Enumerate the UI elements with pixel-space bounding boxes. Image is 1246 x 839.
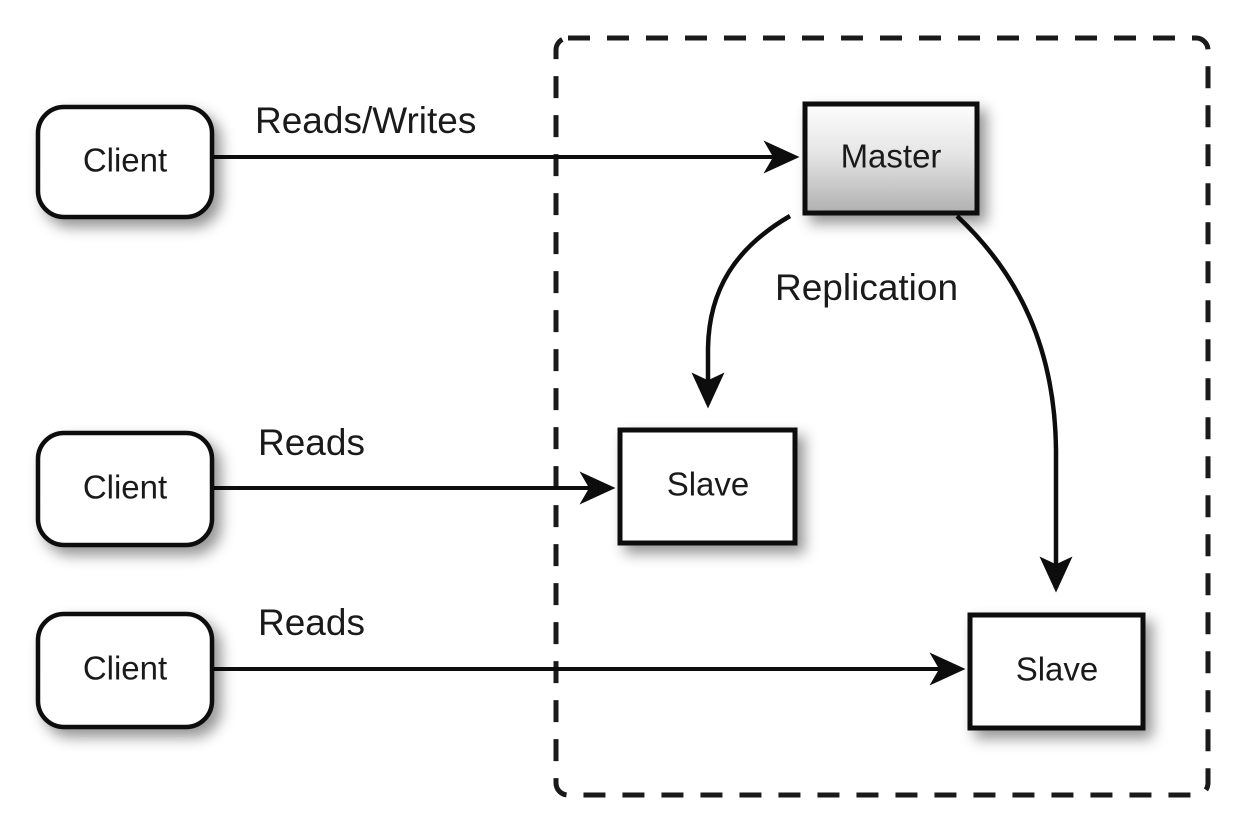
node-slave-2[interactable]: Slave xyxy=(967,612,1146,731)
edge-master-to-slave2 xyxy=(955,214,1073,593)
node-client-1-label: Client xyxy=(83,142,167,179)
edge-label-replication: Replication xyxy=(775,267,958,308)
node-slave-1[interactable]: Slave xyxy=(617,427,798,546)
node-slave-1-label: Slave xyxy=(667,466,750,503)
node-client-2[interactable]: Client xyxy=(35,430,215,548)
node-client-3[interactable]: Client xyxy=(35,611,215,730)
node-master-label: Master xyxy=(841,138,942,175)
edge-master-to-slave1 xyxy=(691,214,792,409)
node-client-1[interactable]: Client xyxy=(35,104,215,220)
edge-label-reads-writes: Reads/Writes xyxy=(255,100,476,141)
node-slave-2-label: Slave xyxy=(1016,651,1099,688)
database-cluster-boundary xyxy=(553,35,1211,798)
node-master[interactable]: Master xyxy=(802,101,980,216)
node-client-2-label: Client xyxy=(83,469,167,506)
edge-label-reads-slave1: Reads xyxy=(258,422,365,463)
node-client-3-label: Client xyxy=(83,650,167,687)
edge-label-reads-slave2: Reads xyxy=(258,602,365,643)
